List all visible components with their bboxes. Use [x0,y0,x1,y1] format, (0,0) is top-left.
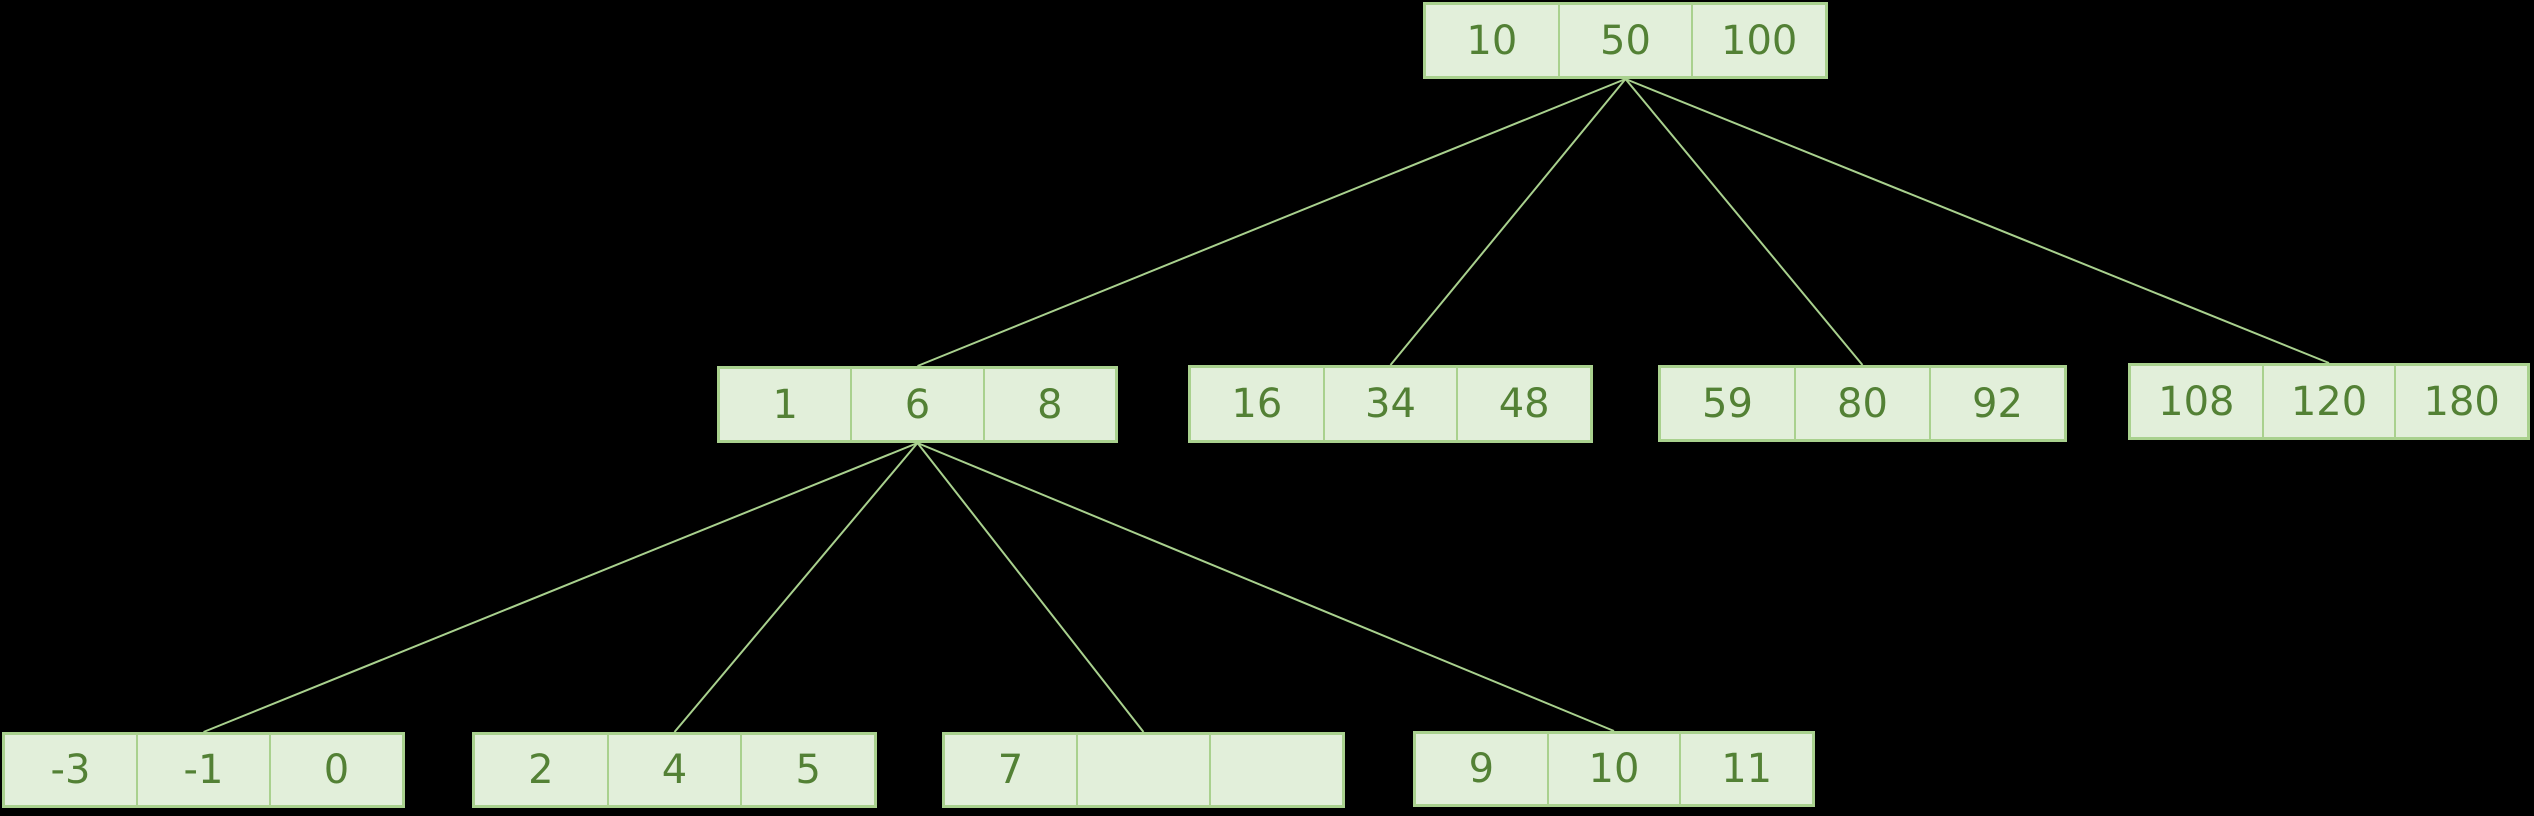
key-cell: 108 [2131,366,2264,437]
key-cell: 120 [2264,366,2397,437]
key-cell: 10 [1426,5,1560,76]
key-cell: 9 [1416,734,1549,804]
tree-edge [1624,78,1864,366]
tree-edge [917,78,1626,367]
tree-node-l3c: 7 [942,732,1345,808]
key-cell: 6 [852,369,985,440]
tree-edge [917,442,1615,732]
key-cell: 50 [1560,5,1694,76]
tree-edge [673,442,919,733]
key-cell: 4 [609,735,743,805]
key-cell: 34 [1325,368,1459,440]
key-cell: 8 [1037,381,1063,428]
key-cell: 48 [1498,381,1550,427]
key-cell: 59 [1661,368,1796,439]
key-cell: 16 [1191,368,1325,440]
tree-node-l3a: -3-1 0 [2,732,405,808]
key-cell: -3 [5,735,138,805]
key-cell: 80 [1796,368,1931,439]
tree-edge [1625,78,2330,364]
key-cell: 92 [1972,380,2023,427]
key-cell [1078,735,1211,805]
key-cell: 7 [945,735,1078,805]
key-cell: 1 [720,369,853,440]
key-cell: 10 [1549,734,1682,804]
key-cell: 0 [323,747,350,793]
key-cell: 2 [475,735,609,805]
tree-edge [1389,78,1627,366]
key-cell [1211,735,1342,805]
key-cell: -1 [138,735,271,805]
key-cell: 5 [795,747,821,793]
key-cell: 100 [1721,17,1798,64]
key-cell: 180 [2423,378,2500,425]
tree-edge [203,442,918,733]
tree-edge [916,442,1145,733]
key-cell: 11 [1721,746,1773,792]
